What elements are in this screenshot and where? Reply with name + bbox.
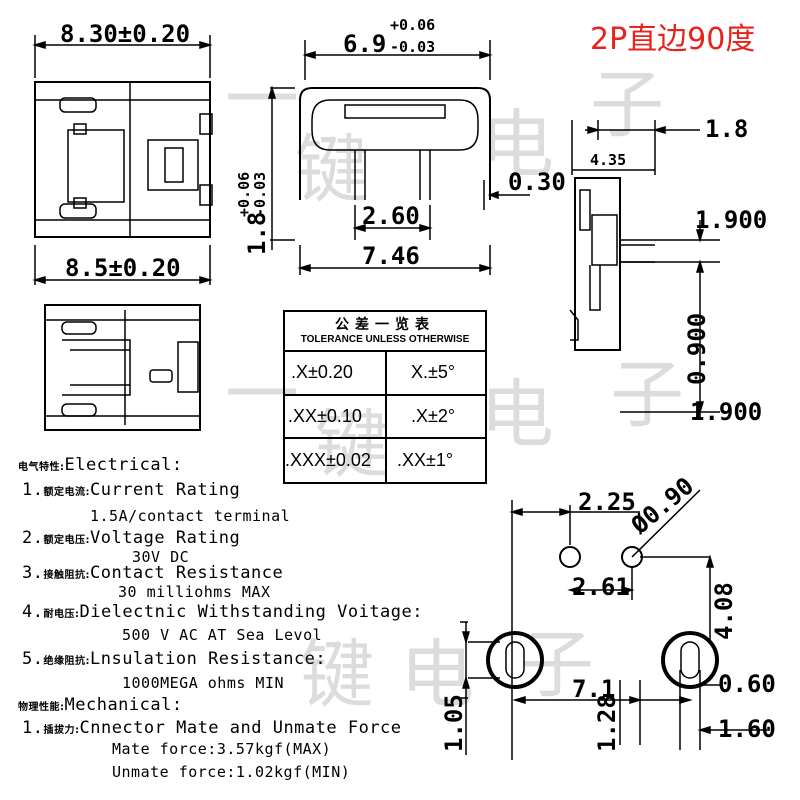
dim-bottom-width: 8.5±0.20 [65, 254, 181, 282]
dim-side-depth: 4.35 [590, 151, 626, 169]
bottom-view [44, 304, 201, 431]
dim-front-width: 6.9 [343, 30, 386, 58]
watermark: 一 键 电 子 一 键 电 子 键 电 子 [225, 57, 684, 718]
dim-pin-spacing: 2.60 [362, 202, 420, 230]
tolerance-cell: X.±5° [411, 362, 456, 382]
dim-pcb-slot-b: 1.60 [718, 715, 776, 743]
svg-text:电: 电 [480, 372, 554, 458]
dim-side-lower: 1.900 [690, 398, 762, 426]
dim-pcb-pitch: 2.25 [578, 488, 636, 516]
svg-text:-0.03: -0.03 [251, 172, 269, 217]
dim-pcb-slot-a: 0.60 [718, 670, 776, 698]
tolerance-cell: .XXX±0.02 [285, 450, 371, 470]
front-view [267, 40, 530, 275]
tolerance-cell: .X±2° [411, 406, 456, 426]
dim-pcb-vertical: 4.08 [710, 582, 738, 640]
dim-pcb-slot-w: 1.28 [593, 694, 621, 752]
svg-text:+0.06: +0.06 [390, 16, 435, 34]
svg-text:+0.06: +0.06 [235, 172, 253, 217]
tolerance-cell: .XX±0.10 [288, 406, 362, 426]
top-view [32, 35, 213, 285]
svg-text:电: 电 [400, 632, 474, 718]
side-view [569, 120, 720, 420]
dim-side-mid: 0.900 [683, 313, 711, 385]
svg-text:键: 键 [295, 127, 369, 213]
svg-text:-0.03: -0.03 [390, 38, 435, 56]
svg-text:电: 电 [480, 102, 554, 188]
dimension-labels: 8.30±0.20 8.5±0.20 6.9 +0.06 -0.03 1.8 +… [60, 16, 776, 752]
dim-pcb-hole: Ø0.90 [625, 472, 699, 541]
tolerance-cell: .XX±1° [397, 450, 454, 470]
dim-front-height: 1.8 [243, 212, 271, 255]
svg-text:子: 子 [590, 62, 664, 148]
svg-text:子: 子 [610, 352, 684, 438]
dim-pcb-slot-h: 1.05 [440, 694, 468, 752]
svg-text:键: 键 [300, 632, 374, 718]
dim-pcb-span: 7.1 [572, 675, 615, 703]
svg-text:子: 子 [520, 622, 594, 708]
svg-text:键: 键 [315, 402, 389, 488]
tolerance-table: 公差一览表 TOLERANCE UNLESS OTHERWISE .X±0.20… [283, 310, 487, 484]
dim-pin-thickness: 0.30 [508, 168, 566, 196]
dim-body-width: 7.46 [362, 242, 420, 270]
pcb-layout [460, 489, 770, 760]
dim-pcb-inner: 2.61 [572, 573, 630, 601]
drawing-title: 2P直边90度 [590, 22, 756, 57]
tolerance-header-cn: 公差一览表 [335, 317, 435, 333]
dim-top-width: 8.30±0.20 [60, 20, 190, 48]
svg-text:一: 一 [225, 57, 299, 143]
tolerance-header-en: TOLERANCE UNLESS OTHERWISE [300, 334, 470, 345]
tolerance-cell: .X±0.20 [291, 362, 353, 382]
dim-side-top: 1.8 [705, 115, 748, 143]
dim-side-upper: 1.900 [695, 206, 767, 234]
